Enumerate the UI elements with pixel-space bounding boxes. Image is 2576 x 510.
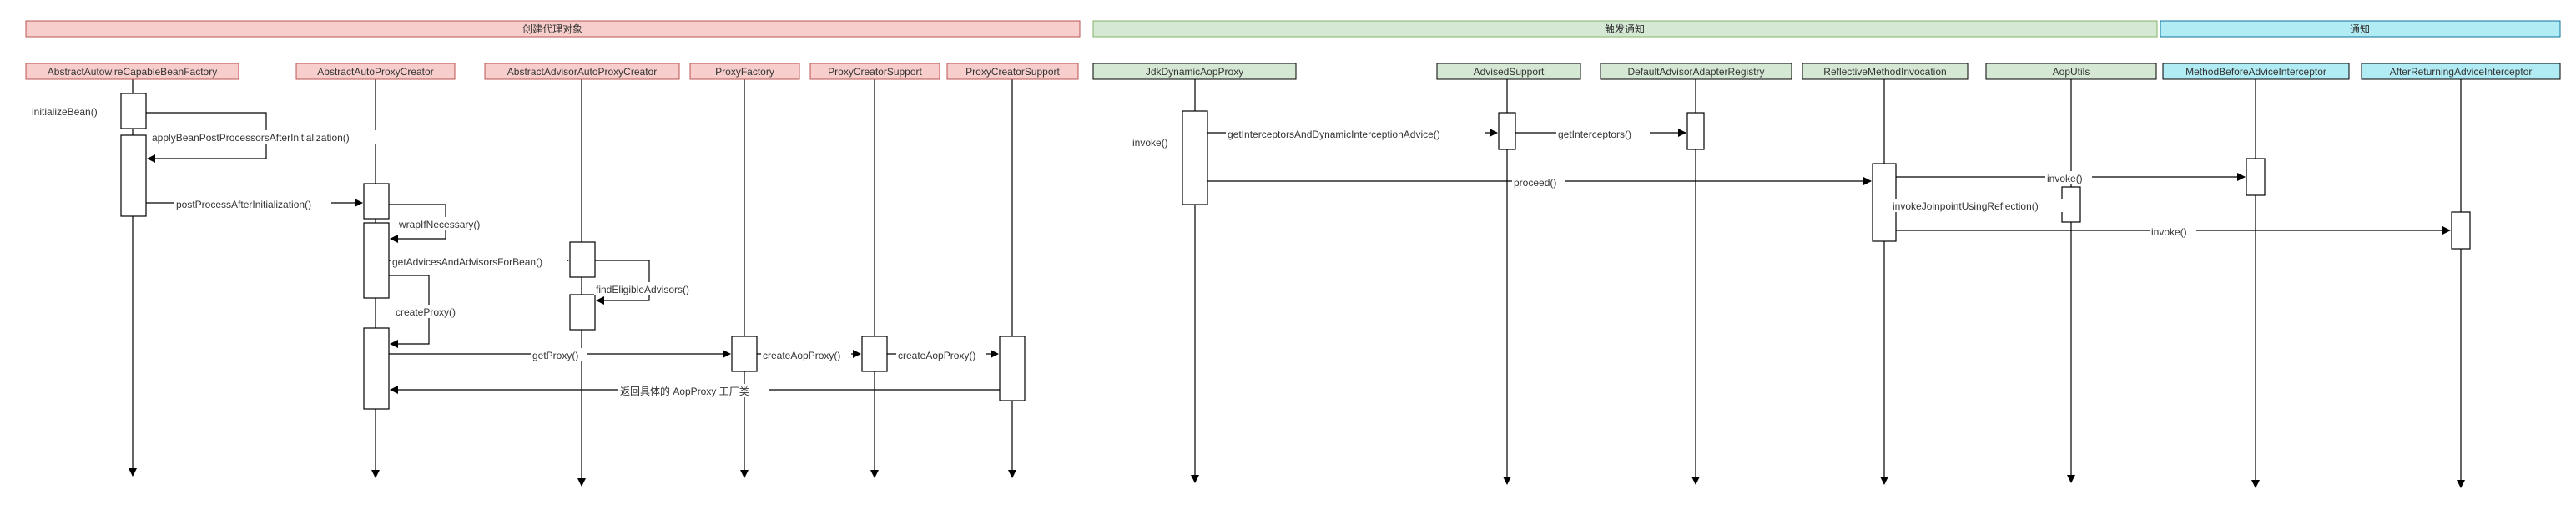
group-label-create-proxy: 创建代理对象 <box>522 23 582 35</box>
activation-p2-b <box>363 222 390 299</box>
group-header-advice: 通知 <box>2160 20 2561 38</box>
participant-p3: AbstractAdvisorAutoProxyCreator <box>484 63 680 80</box>
participant-p7: JdkDynamicAopProxy <box>1092 63 1297 80</box>
participant-label-p6: ProxyCreatorSupport <box>965 66 1060 78</box>
activation-p9 <box>1686 112 1705 150</box>
participant-p2: AbstractAutoProxyCreator <box>295 63 456 80</box>
participant-label-p9: DefaultAdvisorAdapterRegistry <box>1627 66 1764 78</box>
participant-label-p12: MethodBeforeAdviceInterceptor <box>2185 66 2326 78</box>
label-m11: 返回具体的 AopProxy 工厂类 <box>620 385 749 397</box>
label-m5: getAdvicesAndAdvisorsForBean() <box>392 256 542 268</box>
participant-p9: DefaultAdvisorAdapterRegistry <box>1600 63 1792 80</box>
participant-p12: MethodBeforeAdviceInterceptor <box>2162 63 2350 80</box>
activations <box>120 93 2471 410</box>
activation-p7 <box>1182 110 1208 205</box>
activation-p2-a <box>363 183 390 220</box>
activation-p1-b <box>120 134 147 217</box>
label-m6: findEligibleAdvisors() <box>596 284 689 295</box>
label-m10: createAopProxy() <box>898 350 975 361</box>
participant-label-p3: AbstractAdvisorAutoProxyCreator <box>507 66 657 78</box>
group-label-trigger-advice: 触发通知 <box>1605 23 1645 35</box>
participant-p4: ProxyFactory <box>689 63 800 80</box>
participant-p13: AfterReturningAdviceInterceptor <box>2361 63 2561 80</box>
label-m8: getProxy() <box>532 350 578 361</box>
participant-label-p2: AbstractAutoProxyCreator <box>317 66 433 78</box>
group-header-create-proxy: 创建代理对象 <box>25 20 1081 38</box>
activation-p1-a <box>120 93 147 129</box>
activation-p8 <box>1498 112 1516 150</box>
participant-p8: AdvisedSupport <box>1436 63 1581 80</box>
label-m12: invoke() <box>1132 137 1168 149</box>
activation-p11 <box>2061 186 2081 223</box>
label-m3: postProcessAfterInitialization() <box>176 199 311 210</box>
group-label-advice: 通知 <box>2350 23 2370 35</box>
participant-label-p5: ProxyCreatorSupport <box>828 66 922 78</box>
activation-p2-c <box>363 327 390 410</box>
activation-p6 <box>999 336 1026 401</box>
participant-label-p7: JdkDynamicAopProxy <box>1146 66 1243 78</box>
activation-p5 <box>861 336 888 372</box>
label-m18: invoke() <box>2151 226 2187 238</box>
messages <box>146 112 2451 394</box>
group-header-trigger-advice: 触发通知 <box>1092 20 2158 38</box>
participant-p6: ProxyCreatorSupport <box>946 63 1079 80</box>
label-m13: getInterceptorsAndDynamicInterceptionAdv… <box>1228 129 1440 140</box>
label-m17: invokeJoinpointUsingReflection() <box>1893 200 2039 212</box>
participant-label-p1: AbstractAutowireCapableBeanFactory <box>48 66 217 78</box>
participant-label-p4: ProxyFactory <box>715 66 774 78</box>
label-m16: invoke() <box>2047 173 2083 184</box>
participant-label-p11: AopUtils <box>2053 66 2090 78</box>
label-m4: wrapIfNecessary() <box>398 219 480 230</box>
label-m2: applyBeanPostProcessorsAfterInitializati… <box>152 132 350 144</box>
participant-p11: AopUtils <box>1985 63 2157 80</box>
participant-label-p8: AdvisedSupport <box>1474 66 1545 78</box>
participant-label-p13: AfterReturningAdviceInterceptor <box>2390 66 2533 78</box>
label-m7: createProxy() <box>396 306 456 318</box>
participant-p5: ProxyCreatorSupport <box>809 63 940 80</box>
message-labels: initializeBean() applyBeanPostProcessors… <box>30 104 2196 397</box>
activation-p13 <box>2451 211 2471 250</box>
activation-p3-a <box>569 241 596 278</box>
participant-p10: ReflectiveMethodInvocation <box>1802 63 1969 80</box>
activation-p4 <box>731 336 758 372</box>
label-m9: createAopProxy() <box>763 350 840 361</box>
lifelines <box>129 79 2465 488</box>
label-m1: initializeBean() <box>32 106 98 118</box>
activation-p12 <box>2246 158 2266 196</box>
activation-p3-b <box>569 294 596 331</box>
participant-p1: AbstractAutowireCapableBeanFactory <box>25 63 239 80</box>
participant-label-p10: ReflectiveMethodInvocation <box>1823 66 1946 78</box>
label-m14: getInterceptors() <box>1558 129 1631 140</box>
label-m15: proceed() <box>1514 177 1556 189</box>
arrow-m6 <box>595 260 650 305</box>
